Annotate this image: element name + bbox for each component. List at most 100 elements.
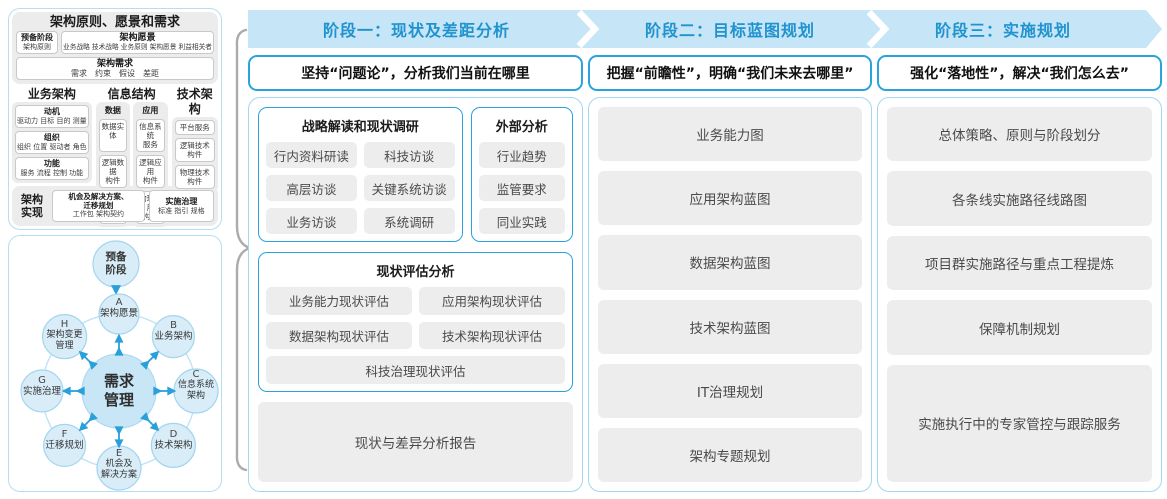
node-d-circle bbox=[150, 422, 196, 468]
architecture-framework-panel: 架构原则、愿景和需求 预备阶段 架构原则 架构愿景 业务战略 技术战略 业务原则… bbox=[8, 8, 222, 230]
phase1-tagline: 坚持“问题论”，分析我们当前在哪里 bbox=[248, 55, 583, 91]
phase2-header: 阶段二：目标蓝图规划 bbox=[644, 21, 815, 40]
opportunity-migration-box: 机会及解决方案、 迁移规划 工作包 架构契约 bbox=[52, 190, 145, 222]
requirement-management-circle bbox=[81, 353, 157, 429]
organization-title: 组织 bbox=[43, 133, 60, 142]
phase2-content: 业务能力图 应用架构蓝图 数据架构蓝图 技术架构蓝图 IT治理规划 架构专题规划 bbox=[588, 97, 872, 492]
external-item: 监管要求 bbox=[478, 175, 565, 201]
node-b-circle bbox=[151, 314, 195, 359]
phase2-item: 业务能力图 bbox=[598, 107, 862, 162]
technology-architecture-title: 技术架构 bbox=[176, 87, 213, 116]
motivation-sub: 驱动力 目标 目的 测量 bbox=[17, 117, 87, 125]
prep-phase-circle bbox=[92, 240, 140, 288]
architecture-domains-section: 业务架构 动机 驱动力 目标 目的 测量 组织 组织 位置 驱动者 角色 功能 … bbox=[12, 87, 218, 227]
phase2-item: 应用架构蓝图 bbox=[598, 171, 862, 226]
phase3-tagline: 强化“落地性”，解决“我们怎么去” bbox=[877, 55, 1162, 91]
assessment-item: 应用架构现状评估 bbox=[419, 287, 565, 315]
implementation-governance-sub: 标准 指引 规格 bbox=[158, 206, 205, 215]
adm-cycle-panel: 预备 阶段 A 架构愿景 B 业务架构 C 信息系统 架构 D 技术架构 E 机… bbox=[8, 235, 222, 492]
function-box: 功能 服务 流程 控制 功能 bbox=[15, 157, 89, 180]
architecture-requirement-box: 架构需求 需求 约束 假设 差距 bbox=[16, 57, 214, 80]
information-structure-column: 信息结构 数据 数据实体 逻辑数据 构件 物理数据 构件 应用 信息系统 服务 … bbox=[95, 87, 168, 227]
phase-header-band: 阶段一：现状及差距分析 阶段二：目标蓝图规划 阶段三：实施规划 bbox=[248, 10, 1162, 48]
gap-report-box: 现状与差异分析报告 bbox=[258, 402, 573, 482]
architecture-requirement-sub: 需求 约束 假设 差距 bbox=[71, 69, 159, 78]
node-a-circle bbox=[98, 293, 140, 335]
external-analysis-title: 外部分析 bbox=[495, 120, 548, 135]
business-architecture-boxes: 动机 驱动力 目标 目的 测量 组织 组织 位置 驱动者 角色 功能 服务 流程… bbox=[12, 102, 92, 183]
chevron-separator-icon bbox=[576, 10, 600, 48]
research-item: 高层访谈 bbox=[266, 175, 357, 201]
assessment-group: 现状评估分析 业务能力现状评估 应用架构现状评估 数据架构现状评估 技术架构现状… bbox=[258, 252, 573, 393]
external-analysis-group: 外部分析 行业趋势 监管要求 同业实践 bbox=[470, 107, 573, 242]
architecture-realization-label: 架构 实现 bbox=[21, 193, 43, 219]
adm-bidirectional-arrows bbox=[61, 333, 177, 449]
architecture-vision-title: 架构愿景 bbox=[119, 33, 156, 43]
phase2-item: 数据架构蓝图 bbox=[598, 235, 862, 290]
data-subcolumn-title: 数据 bbox=[104, 106, 121, 115]
data-entity-box: 数据实体 bbox=[98, 119, 128, 152]
opportunity-migration-title: 机会及解决方案、 迁移规划 bbox=[68, 192, 129, 210]
node-e-circle bbox=[96, 445, 142, 491]
function-title: 功能 bbox=[43, 159, 60, 168]
prep-phase-sub: 架构原则 bbox=[23, 43, 52, 51]
phases-area: 阶段一：现状及差距分析 阶段二：目标蓝图规划 阶段三：实施规划 坚持“问题论”，… bbox=[248, 10, 1162, 492]
assessment-item: 数据架构现状评估 bbox=[266, 321, 412, 350]
research-group: 战略解读和现状调研 行内资料研读 科技访谈 高层访谈 关键系统访谈 业务访谈 系… bbox=[258, 107, 463, 242]
opportunity-migration-sub: 工作包 架构契约 bbox=[72, 210, 124, 218]
phase1-header: 阶段一：现状及差距分析 bbox=[322, 21, 510, 40]
technology-architecture-boxes: 平台服务 逻辑技术 构件 物理技术 构件 bbox=[171, 117, 218, 192]
phase3-item: 实施执行中的专家管控与跟踪服务 bbox=[887, 364, 1152, 482]
implementation-governance-title: 实施治理 bbox=[165, 196, 198, 206]
architecture-realization-section: 架构 实现 机会及解决方案、 迁移规划 工作包 架构契约 实施治理 标准 指引 … bbox=[12, 186, 218, 226]
assessment-group-title: 现状评估分析 bbox=[376, 265, 455, 280]
motivation-title: 动机 bbox=[43, 107, 60, 116]
node-c-circle bbox=[173, 368, 219, 414]
adm-diagram-svg bbox=[20, 240, 219, 491]
research-item: 系统调研 bbox=[363, 208, 455, 234]
phase1-content: 战略解读和现状调研 行内资料研读 科技访谈 高层访谈 关键系统访谈 业务访谈 系… bbox=[248, 97, 583, 492]
business-architecture-column: 业务架构 动机 驱动力 目标 目的 测量 组织 组织 位置 驱动者 角色 功能 … bbox=[12, 87, 92, 183]
platform-service-box: 平台服务 bbox=[174, 120, 215, 135]
phase2-item: 架构专题规划 bbox=[598, 427, 862, 483]
phase3-item: 保障机制规划 bbox=[887, 300, 1152, 355]
information-structure-title: 信息结构 bbox=[107, 87, 156, 101]
phase2-tagline: 把握“前瞻性”，明确“我们未来去哪里” bbox=[588, 55, 872, 91]
motivation-box: 动机 驱动力 目标 目的 测量 bbox=[15, 105, 89, 128]
research-item: 科技访谈 bbox=[363, 142, 455, 168]
function-sub: 服务 流程 控制 功能 bbox=[20, 169, 84, 177]
application-subcolumn-title: 应用 bbox=[142, 106, 159, 115]
prep-phase-box: 预备阶段 架构原则 bbox=[16, 31, 59, 54]
phase3-item: 总体策略、原则与阶段划分 bbox=[887, 107, 1152, 162]
organization-sub: 组织 位置 驱动者 角色 bbox=[17, 143, 87, 151]
chevron-separator-icon bbox=[866, 10, 890, 48]
phase2-item: IT治理规划 bbox=[598, 363, 862, 418]
phase3-header: 阶段三：实施规划 bbox=[934, 21, 1071, 40]
principles-vision-section: 架构原则、愿景和需求 预备阶段 架构原则 架构愿景 业务战略 技术战略 业务原则… bbox=[12, 12, 218, 84]
node-f-circle bbox=[42, 423, 87, 467]
node-g-circle bbox=[20, 369, 64, 413]
adm-diagram: 预备 阶段 A 架构愿景 B 业务架构 C 信息系统 架构 D 技术架构 E 机… bbox=[9, 236, 221, 491]
architecture-vision-sub: 业务战略 技术战略 业务原则 架构愿景 利益相关者 bbox=[63, 43, 212, 51]
organization-box: 组织 组织 位置 驱动者 角色 bbox=[15, 131, 89, 154]
assessment-item: 业务能力现状评估 bbox=[266, 287, 412, 315]
research-group-title: 战略解读和现状调研 bbox=[301, 120, 419, 135]
technology-architecture-column: 技术架构 平台服务 逻辑技术 构件 物理技术 构件 bbox=[171, 87, 218, 192]
architecture-vision-box: 架构愿景 业务战略 技术战略 业务原则 架构愿景 利益相关者 bbox=[61, 31, 214, 54]
phase3-item: 项目群实施路径与重点工程提炼 bbox=[887, 235, 1152, 291]
architecture-requirement-title: 架构需求 bbox=[96, 59, 133, 69]
research-item: 业务访谈 bbox=[266, 208, 357, 234]
external-item: 同业实践 bbox=[478, 208, 565, 234]
logical-app-box: 逻辑应用 构件 bbox=[136, 155, 165, 188]
phase2-item: 技术架构蓝图 bbox=[598, 299, 862, 354]
assessment-item: 技术架构现状评估 bbox=[419, 321, 565, 350]
assessment-item: 科技治理现状评估 bbox=[266, 356, 565, 385]
research-item: 行内资料研读 bbox=[266, 142, 357, 168]
node-h-circle bbox=[41, 313, 88, 360]
info-system-service-box: 信息系统 服务 bbox=[136, 119, 165, 152]
external-item: 行业趋势 bbox=[478, 142, 565, 168]
phase3-item: 各条线实施路径线路图 bbox=[887, 171, 1152, 226]
logical-data-box: 逻辑数据 构件 bbox=[98, 155, 128, 188]
business-architecture-title: 业务架构 bbox=[27, 87, 76, 101]
